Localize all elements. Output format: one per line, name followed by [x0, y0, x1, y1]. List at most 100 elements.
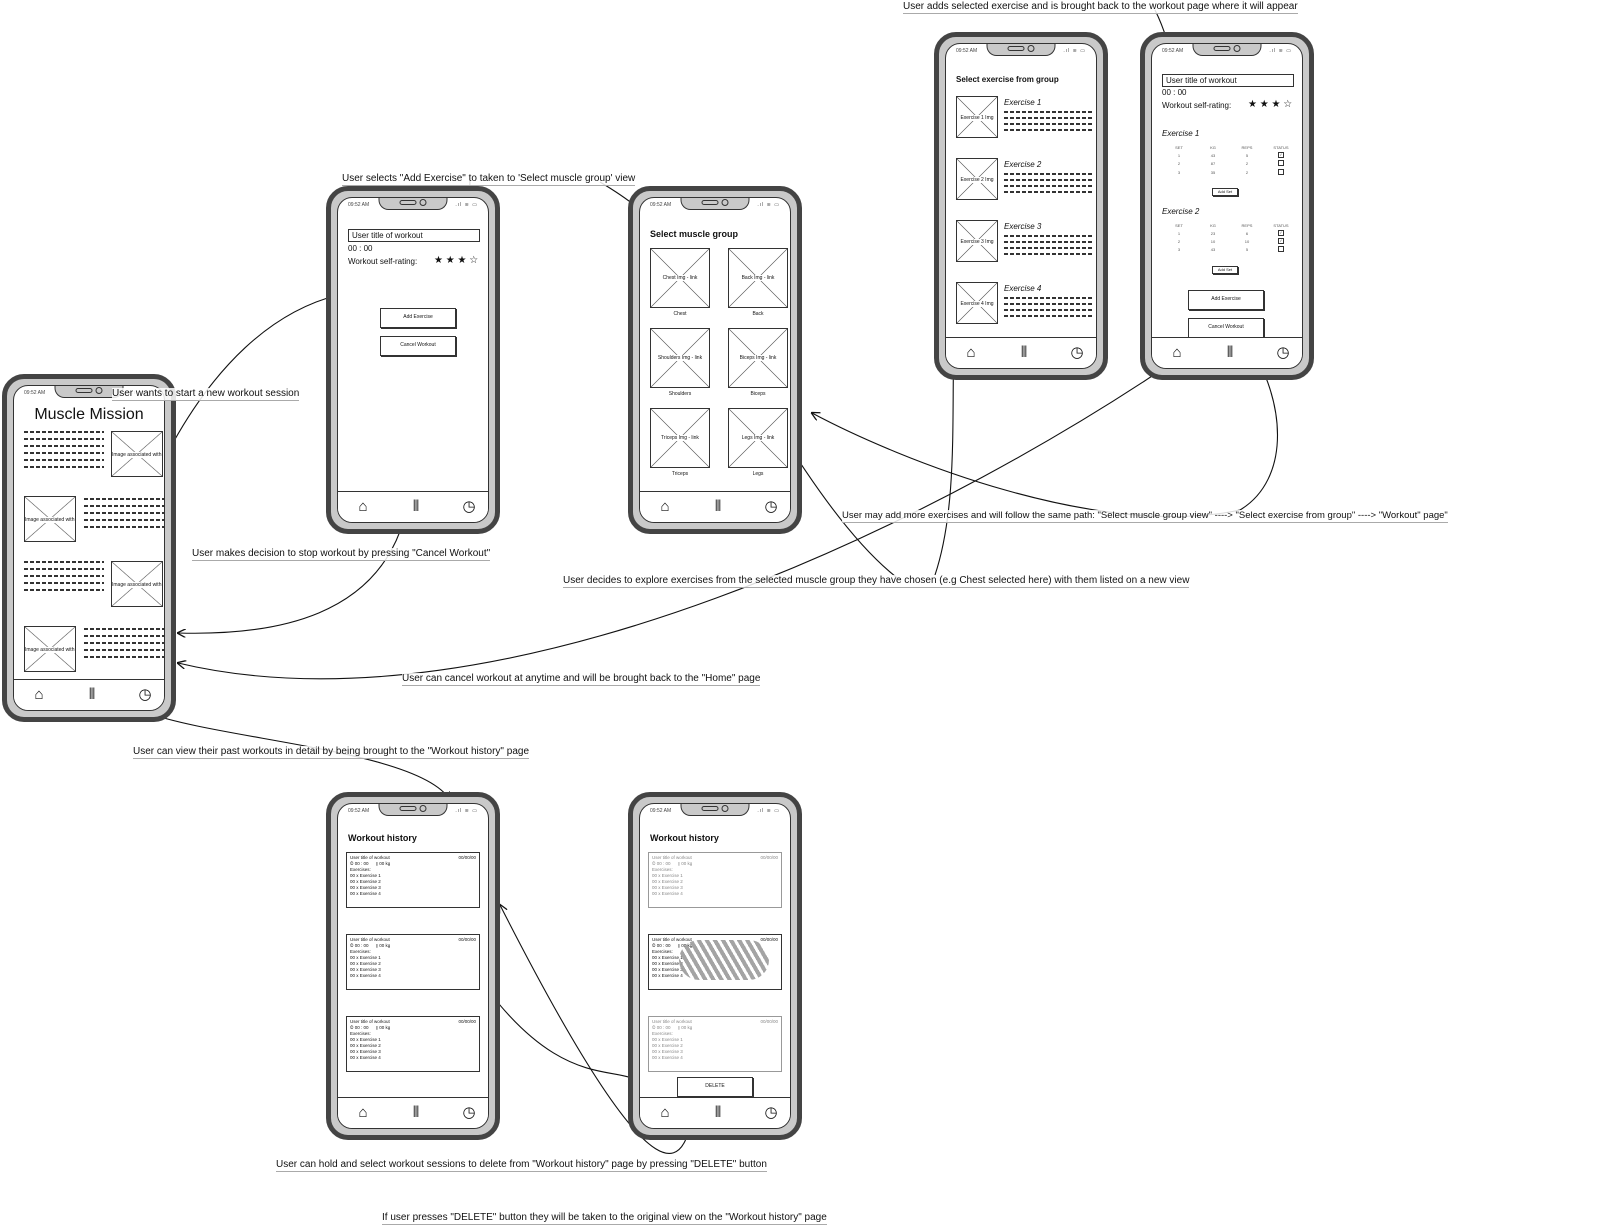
dumbbell-icon[interactable]: ⫴	[1020, 344, 1028, 361]
clock-icon[interactable]: ◷	[1070, 344, 1084, 361]
annotation-delete: If user presses "DELETE" button they wil…	[382, 1212, 827, 1225]
add-set-button[interactable]: Add Set	[1212, 188, 1238, 196]
exercise-name[interactable]: Exercise 3	[1004, 222, 1042, 231]
workout-title-input[interactable]: User title of workout	[348, 229, 480, 242]
clock-icon[interactable]: ◷	[462, 1104, 476, 1121]
status-time: 09:52 AM	[956, 48, 978, 54]
exercise-name[interactable]: Exercise 4	[1004, 284, 1042, 293]
clock-icon[interactable]: ◷	[138, 686, 152, 703]
workout-full-phone: 09:52 AM .ıl ≋ ▭ User title of workout 0…	[1140, 32, 1314, 380]
status-time: 09:52 AM	[348, 808, 370, 814]
home-icon[interactable]: ⌂	[660, 498, 670, 515]
delete-button[interactable]: DELETE	[677, 1077, 753, 1097]
muscle-group-label: Shoulders	[668, 391, 692, 397]
workout-title-input[interactable]: User title of workout	[1162, 74, 1294, 87]
annotation-history: User can view their past workouts in det…	[133, 746, 530, 759]
rating-stars[interactable]: ★ ★ ★ ☆	[434, 255, 479, 266]
home-icon[interactable]: ⌂	[358, 1104, 368, 1121]
muscle-group-tile-chest[interactable]: Chest Img - link	[650, 248, 710, 308]
status-checkbox[interactable]	[1278, 169, 1284, 175]
muscle-group-tile-legs[interactable]: Legs Img - link	[728, 408, 788, 468]
muscle-group-tile-triceps[interactable]: Triceps Img - link	[650, 408, 710, 468]
status-time: 09:52 AM	[1162, 48, 1184, 54]
status-checkbox[interactable]: ✓	[1278, 152, 1284, 158]
status-icons: .ıl ≋ ▭	[757, 808, 780, 814]
home-image-2: Image associated with text	[24, 496, 76, 542]
clock-icon[interactable]: ◷	[1276, 344, 1290, 361]
app-title: Muscle Mission	[34, 406, 144, 423]
home-icon[interactable]: ⌂	[34, 686, 44, 703]
home-icon[interactable]: ⌂	[358, 498, 368, 515]
muscle-group-label: Chest	[673, 311, 687, 317]
muscle-group-tile-back[interactable]: Back Img - link	[728, 248, 788, 308]
workout-timer: 00 : 00	[1162, 88, 1187, 97]
screen-title: Workout history	[348, 833, 417, 843]
dumbbell-icon[interactable]: ⫴	[88, 686, 96, 703]
exercise-image-1[interactable]: Exercise 1 Img	[956, 96, 998, 138]
clock-icon[interactable]: ◷	[764, 498, 778, 515]
status-icons: .ıl ≋ ▭	[455, 808, 478, 814]
clock-icon[interactable]: ◷	[764, 1104, 778, 1121]
status-time: 09:52 AM	[24, 390, 46, 396]
muscle-group-label: Legs	[752, 471, 764, 477]
status-checkbox[interactable]	[1278, 160, 1284, 166]
muscle-group-tile-biceps[interactable]: Biceps Img - link	[728, 328, 788, 388]
muscle-group-label: Biceps	[750, 391, 766, 397]
home-icon[interactable]: ⌂	[660, 1104, 670, 1121]
annotation-cancel-any: User can cancel workout at anytime and w…	[402, 673, 761, 686]
status-checkbox[interactable]: ✓	[1278, 230, 1284, 236]
add-set-button[interactable]: Add Set	[1212, 266, 1238, 274]
muscle-group-phone: 09:52 AM .ıl ≋ ▭ Select muscle group Che…	[628, 186, 802, 534]
status-icons: .ıl ≋ ▭	[455, 202, 478, 208]
dumbbell-icon[interactable]: ⫴	[1226, 344, 1234, 361]
tab-bar: ⌂ ⫴ ◷	[640, 491, 790, 522]
status-time: 09:52 AM	[348, 202, 370, 208]
screen-title: Select exercise from group	[956, 75, 1059, 84]
rating-label: Workout self-rating:	[348, 257, 418, 266]
annotation-add-selected: User adds selected exercise and is broug…	[903, 1, 1298, 14]
tab-bar: ⌂ ⫴ ◷	[946, 337, 1096, 368]
tab-bar: ⌂ ⫴ ◷	[1152, 337, 1302, 368]
status-checkbox[interactable]: ✓	[1278, 238, 1284, 244]
status-time: 09:52 AM	[650, 202, 672, 208]
cancel-workout-button[interactable]: Cancel Workout	[1188, 318, 1264, 338]
status-time: 09:52 AM	[650, 808, 672, 814]
history-phone: 09:52 AM .ıl ≋ ▭ Workout history User ti…	[326, 792, 500, 1140]
exercise-name[interactable]: Exercise 2	[1004, 160, 1042, 169]
annotation-start: User wants to start a new workout sessio…	[112, 388, 300, 401]
dumbbell-icon[interactable]: ⫴	[714, 1104, 722, 1121]
exercise-1-name: Exercise 1	[1162, 129, 1200, 138]
muscle-group-tile-shoulders[interactable]: Shoulders Img - link	[650, 328, 710, 388]
exercise-image-3[interactable]: Exercise 3 Img	[956, 220, 998, 262]
screen-title: Select muscle group	[650, 229, 739, 239]
cancel-workout-button[interactable]: Cancel Workout	[380, 336, 456, 356]
home-icon[interactable]: ⌂	[1172, 344, 1182, 361]
exercise-name[interactable]: Exercise 1	[1004, 98, 1042, 107]
exercise-image-2[interactable]: Exercise 2 Img	[956, 158, 998, 200]
exercise-image-4[interactable]: Exercise 4 Img	[956, 282, 998, 324]
rating-stars[interactable]: ★ ★ ★ ☆	[1248, 99, 1293, 110]
add-exercise-button[interactable]: Add Exercise	[380, 308, 456, 328]
home-image-1: Image associated with text	[111, 431, 163, 477]
muscle-group-label: Triceps	[671, 471, 689, 477]
dumbbell-icon[interactable]: ⫴	[714, 498, 722, 515]
history-delete-phone: 09:52 AM .ıl ≋ ▭ Workout history User ti…	[628, 792, 802, 1140]
home-icon[interactable]: ⌂	[966, 344, 976, 361]
dumbbell-icon[interactable]: ⫴	[412, 1104, 420, 1121]
clock-icon[interactable]: ◷	[462, 498, 476, 515]
add-exercise-button[interactable]: Add Exercise	[1188, 290, 1264, 310]
status-checkbox[interactable]	[1278, 246, 1284, 252]
dumbbell-icon[interactable]: ⫴	[412, 498, 420, 515]
home-image-4: Image associated with text	[24, 626, 76, 672]
